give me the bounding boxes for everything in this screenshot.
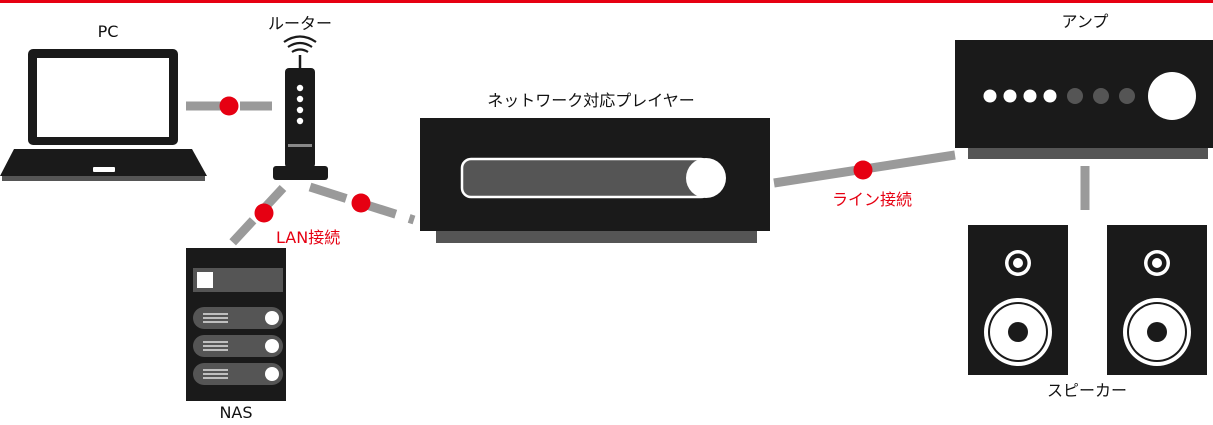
connection-dot (853, 160, 873, 180)
connection-dot (351, 193, 371, 213)
nas-icon (186, 248, 286, 401)
nas-drive-bay (193, 307, 283, 329)
speaker-icon (968, 225, 1068, 375)
lan-connection-label: LAN接続 (276, 228, 340, 247)
nas-drive-bay (193, 335, 283, 357)
cable-pc-router (186, 96, 272, 116)
connection-dot (254, 203, 274, 223)
player-icon (420, 118, 770, 243)
player-label: ネットワーク対応プレイヤー (487, 91, 695, 110)
cable-player-amp (773, 150, 956, 188)
top-rule (0, 0, 1213, 3)
connection-dot (219, 96, 239, 116)
router-icon (273, 35, 328, 180)
speaker-label: スピーカー (1047, 381, 1127, 400)
router-label: ルーター (268, 14, 332, 33)
cable-router-nas (228, 184, 287, 247)
laptop-icon (0, 49, 207, 181)
line-connection-label: ライン接続 (832, 190, 912, 209)
amplifier-icon (955, 40, 1213, 159)
pc-label: PC (98, 22, 119, 41)
cable-router-player (308, 182, 416, 225)
nas-drive-bay (193, 363, 283, 385)
nas-label: NAS (219, 403, 252, 421)
wifi-icon (283, 35, 317, 69)
speaker-icon (1107, 225, 1207, 375)
amp-label: アンプ (1062, 12, 1109, 31)
